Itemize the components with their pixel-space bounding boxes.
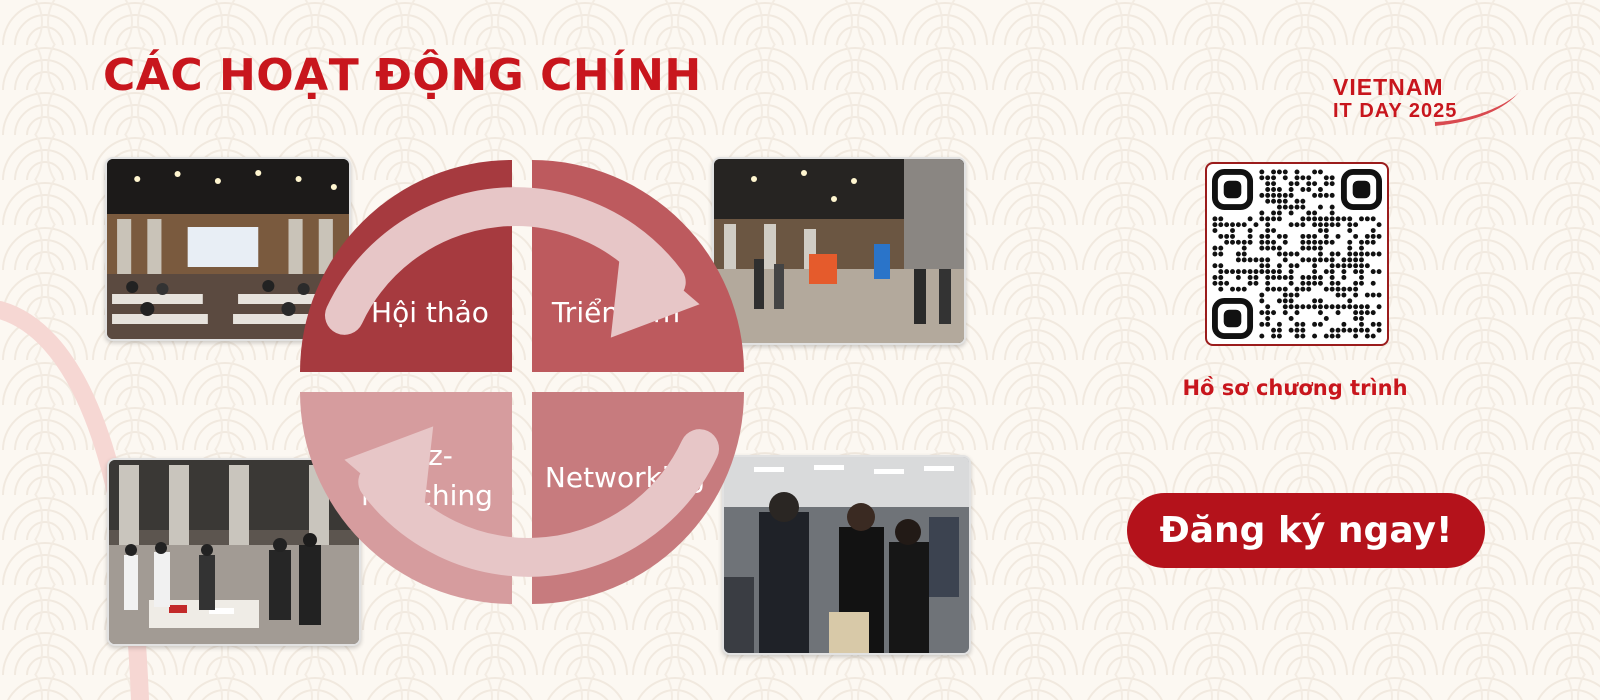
qr-caption: Hồ sơ chương trình — [1182, 376, 1408, 400]
biz-matching-tables-photo — [107, 458, 361, 646]
cycle-arrows-icon — [324, 187, 720, 577]
register-now-button[interactable]: Đăng ký ngay! — [1127, 493, 1485, 568]
qr-finder-pattern — [1212, 297, 1254, 339]
activity-label-hoithao: Hội thảo — [371, 296, 489, 329]
program-qr-code[interactable] — [1205, 162, 1389, 346]
logo-line-1: VIETNAM — [1333, 74, 1444, 100]
vietnam-it-day-logo: VIETNAM IT DAY 2025 — [1325, 72, 1525, 132]
qr-code-icon — [1212, 169, 1382, 339]
exhibition-booths-photo — [712, 157, 966, 345]
logo-swoosh-icon — [1435, 90, 1521, 126]
page-title: CÁC HOẠT ĐỘNG CHÍNH — [103, 50, 702, 101]
qr-finder-pattern — [1212, 169, 1254, 211]
qr-finder-pattern — [1340, 169, 1382, 211]
logo-line-2: IT DAY 2025 — [1333, 100, 1458, 122]
networking-crowd-photo — [722, 455, 971, 655]
activities-cycle-diagram: Hội thảo Triển lãm Biz-matching Networki… — [300, 160, 744, 604]
seminar-hall-photo — [105, 157, 351, 341]
